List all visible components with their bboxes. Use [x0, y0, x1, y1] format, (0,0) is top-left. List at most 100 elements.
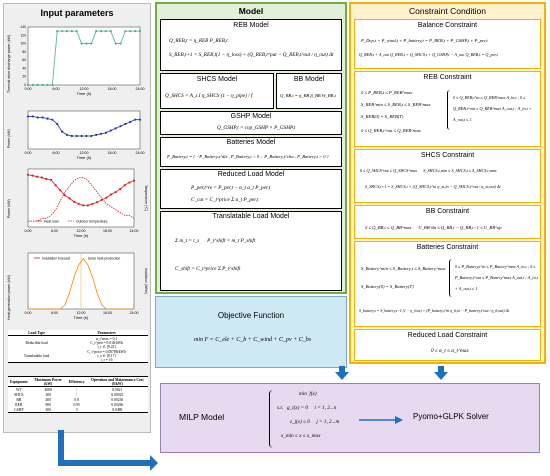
reb-constraint-eq4: 0 ≤ Q_REB,t^out ≤ Q_REB^max — [361, 128, 421, 133]
equip-cell: REB — [15, 402, 23, 407]
equip-header: Operation and Maintenance Cost ($/kW) — [91, 377, 144, 386]
table-row: Reducible load α_t^max = 0.1 C_t^pen = 0… — [8, 336, 148, 350]
heat-load-point — [40, 176, 43, 179]
bb-model-eq: Q_BB,t = η_BB β_BB W_BB,t — [280, 93, 336, 98]
batteries-model-box: Batteries Model P_Battery,t = { −P_Batte… — [160, 137, 342, 167]
shcs-model-title: SHCS Model — [196, 76, 238, 83]
discharge-point — [114, 42, 117, 45]
bb-constraint-title: BB Constraint — [425, 208, 470, 215]
discharge-point — [36, 83, 39, 87]
reb-constraint-side: 0 ≤ Q_REB,t^in ≤ Q_REB^max A_in,t ; 0 ≤ … — [453, 95, 532, 122]
plot-area — [27, 26, 141, 86]
reduced-load-model-title: Reduced Load Model — [217, 171, 285, 178]
reduced-load-model-eq1: P_per,t^re = P_per,t − α_t α_t P_per,t — [191, 185, 271, 191]
shcs-model-eq: Q_SHCS = A_s I η_SHCS (1 − η_pipe) / f — [165, 93, 253, 99]
x-tick-label: 12:00 — [80, 87, 89, 91]
milp-line-4: x_min ≤ x ≤ x_max — [281, 433, 321, 439]
heat-load-point — [109, 193, 113, 196]
equip-cell: 0.95 — [73, 402, 80, 407]
legend-outdoor-temp: Outdoor temperature — [76, 219, 108, 223]
heat-load-point — [63, 194, 66, 197]
bb-model-title: BB Model — [293, 76, 325, 83]
heat-load-point — [132, 179, 136, 182]
arrow-constraint-down — [434, 366, 448, 380]
y-tick-label: 0 — [24, 83, 26, 87]
discharge-point — [104, 30, 108, 33]
batteries-model-title: Batteries Model — [226, 139, 276, 146]
shcs-constraint-eq1: 0 ≤ Q_SHCS^out ≤ Q_SHCS^max S_SHCS,t,min… — [360, 168, 497, 173]
reb-constraint-eq2: S_REB^min ≤ S_REB,t ≤ S_REB^max — [361, 102, 431, 107]
equip-cell: 0.00230 — [111, 397, 124, 402]
heat-load-point — [82, 204, 85, 207]
power-point — [41, 116, 44, 119]
load-param: C_t^price = 0.0078$/kWh — [87, 349, 126, 354]
equip-header: Efficiency — [68, 379, 85, 384]
load-table-header-type: Load Type — [28, 330, 45, 335]
heat-load-point — [26, 173, 30, 176]
table-row: WT 4000 / 0.0021 — [8, 387, 148, 393]
table-row: GSHP 300 3 0.0488 — [8, 407, 148, 413]
load-param: t_r = 16 — [100, 357, 113, 362]
power-point — [75, 134, 78, 138]
equipment-table: Equipment Maximum Power (kW) Efficiency … — [8, 376, 148, 413]
x-tick-label: 6:00 — [53, 151, 60, 155]
heat-load-point — [54, 184, 57, 187]
discharge-point — [70, 30, 73, 33]
discharge-point — [90, 42, 93, 45]
equipment-table-wrap: Equipment Maximum Power (kW) Efficiency … — [8, 376, 148, 413]
secondary-y-axis-label: Irradiation (W/m²) — [144, 268, 148, 294]
x-tick-label: 24:00 — [130, 311, 139, 315]
load-type-cell: Reducible load — [25, 340, 48, 345]
x-tick-label: 12:00 — [77, 311, 86, 315]
equip-cell: 0.0021 — [112, 387, 123, 392]
x-tick-label: 0:00 — [25, 87, 32, 91]
translatable-load-model-box: Translatable Load Model Σ m_t = t_s P_t^… — [160, 211, 342, 291]
discharge-point — [46, 83, 49, 87]
milp-arrow — [359, 416, 403, 424]
heat-load-point — [77, 202, 80, 205]
balance-constraint-title: Balance Constraint — [417, 22, 478, 29]
heat-load-point — [114, 191, 117, 194]
load-table-header-params: Parameters — [97, 330, 116, 335]
heat-load-point — [123, 184, 126, 187]
table-row: REB 800 0.95 0.00266 — [8, 402, 148, 407]
power-point — [26, 115, 30, 118]
x-tick-label: 0:00 — [25, 229, 32, 233]
y-tick-label: 20 — [22, 75, 26, 79]
balance-constraint-eq1: P_Dep,t + P_wind,t + P_battery,t = P_REB… — [361, 38, 488, 43]
reduced-load-model-eq2: C_cut = C_t^price Σ α_t P_per,t — [191, 197, 259, 203]
power-point — [134, 118, 137, 121]
discharge-point — [129, 30, 132, 33]
x-tick-label: 12:00 — [80, 151, 89, 155]
power-point — [90, 134, 93, 138]
discharge-point — [65, 30, 69, 33]
reb-model-title: REB Model — [233, 22, 269, 29]
x-tick-label: 0:00 — [25, 311, 32, 315]
batteries-constraint-title: Batteries Constraint — [416, 244, 479, 251]
power-point — [65, 133, 69, 136]
x-tick-label: 6:00 — [53, 87, 60, 91]
power-point — [31, 115, 34, 118]
load-param: t_s ∈ [8,17] — [97, 353, 116, 358]
x-axis-label: Time (h) — [74, 233, 89, 238]
objective-function-eq: min F = C_ele + C_b + C_wind + C_pv + C_… — [194, 337, 312, 343]
power-point — [56, 122, 59, 126]
batteries-constraint-eq2: S_Battery(0) = S_Battery(T) — [361, 284, 414, 289]
discharge-point — [75, 30, 78, 33]
y-tick-label: 140 — [20, 25, 26, 29]
x-tick-label: 6:00 — [51, 311, 58, 315]
solver-label: Pyomo+GLPK Solver — [413, 412, 489, 421]
equip-cell: 0.00025 — [111, 392, 124, 397]
arrow-input-to-milp — [58, 430, 158, 471]
reb-model-box: REB Model Q_REB,t = η_REB P_REB,t S_REB,… — [160, 19, 342, 71]
heat-load-point — [59, 189, 62, 192]
power-point — [46, 117, 49, 120]
reduced-load-constraint-box: Reduced Load Constraint 0 ≤ α_t ≤ α_t^ma… — [354, 329, 541, 361]
discharge-point — [124, 30, 127, 33]
x-tick-label: 24:00 — [136, 87, 145, 91]
secondary-y-axis-label: Temperature (°C) — [144, 185, 148, 211]
plot-area — [27, 110, 141, 150]
heat-load-point — [128, 181, 131, 184]
